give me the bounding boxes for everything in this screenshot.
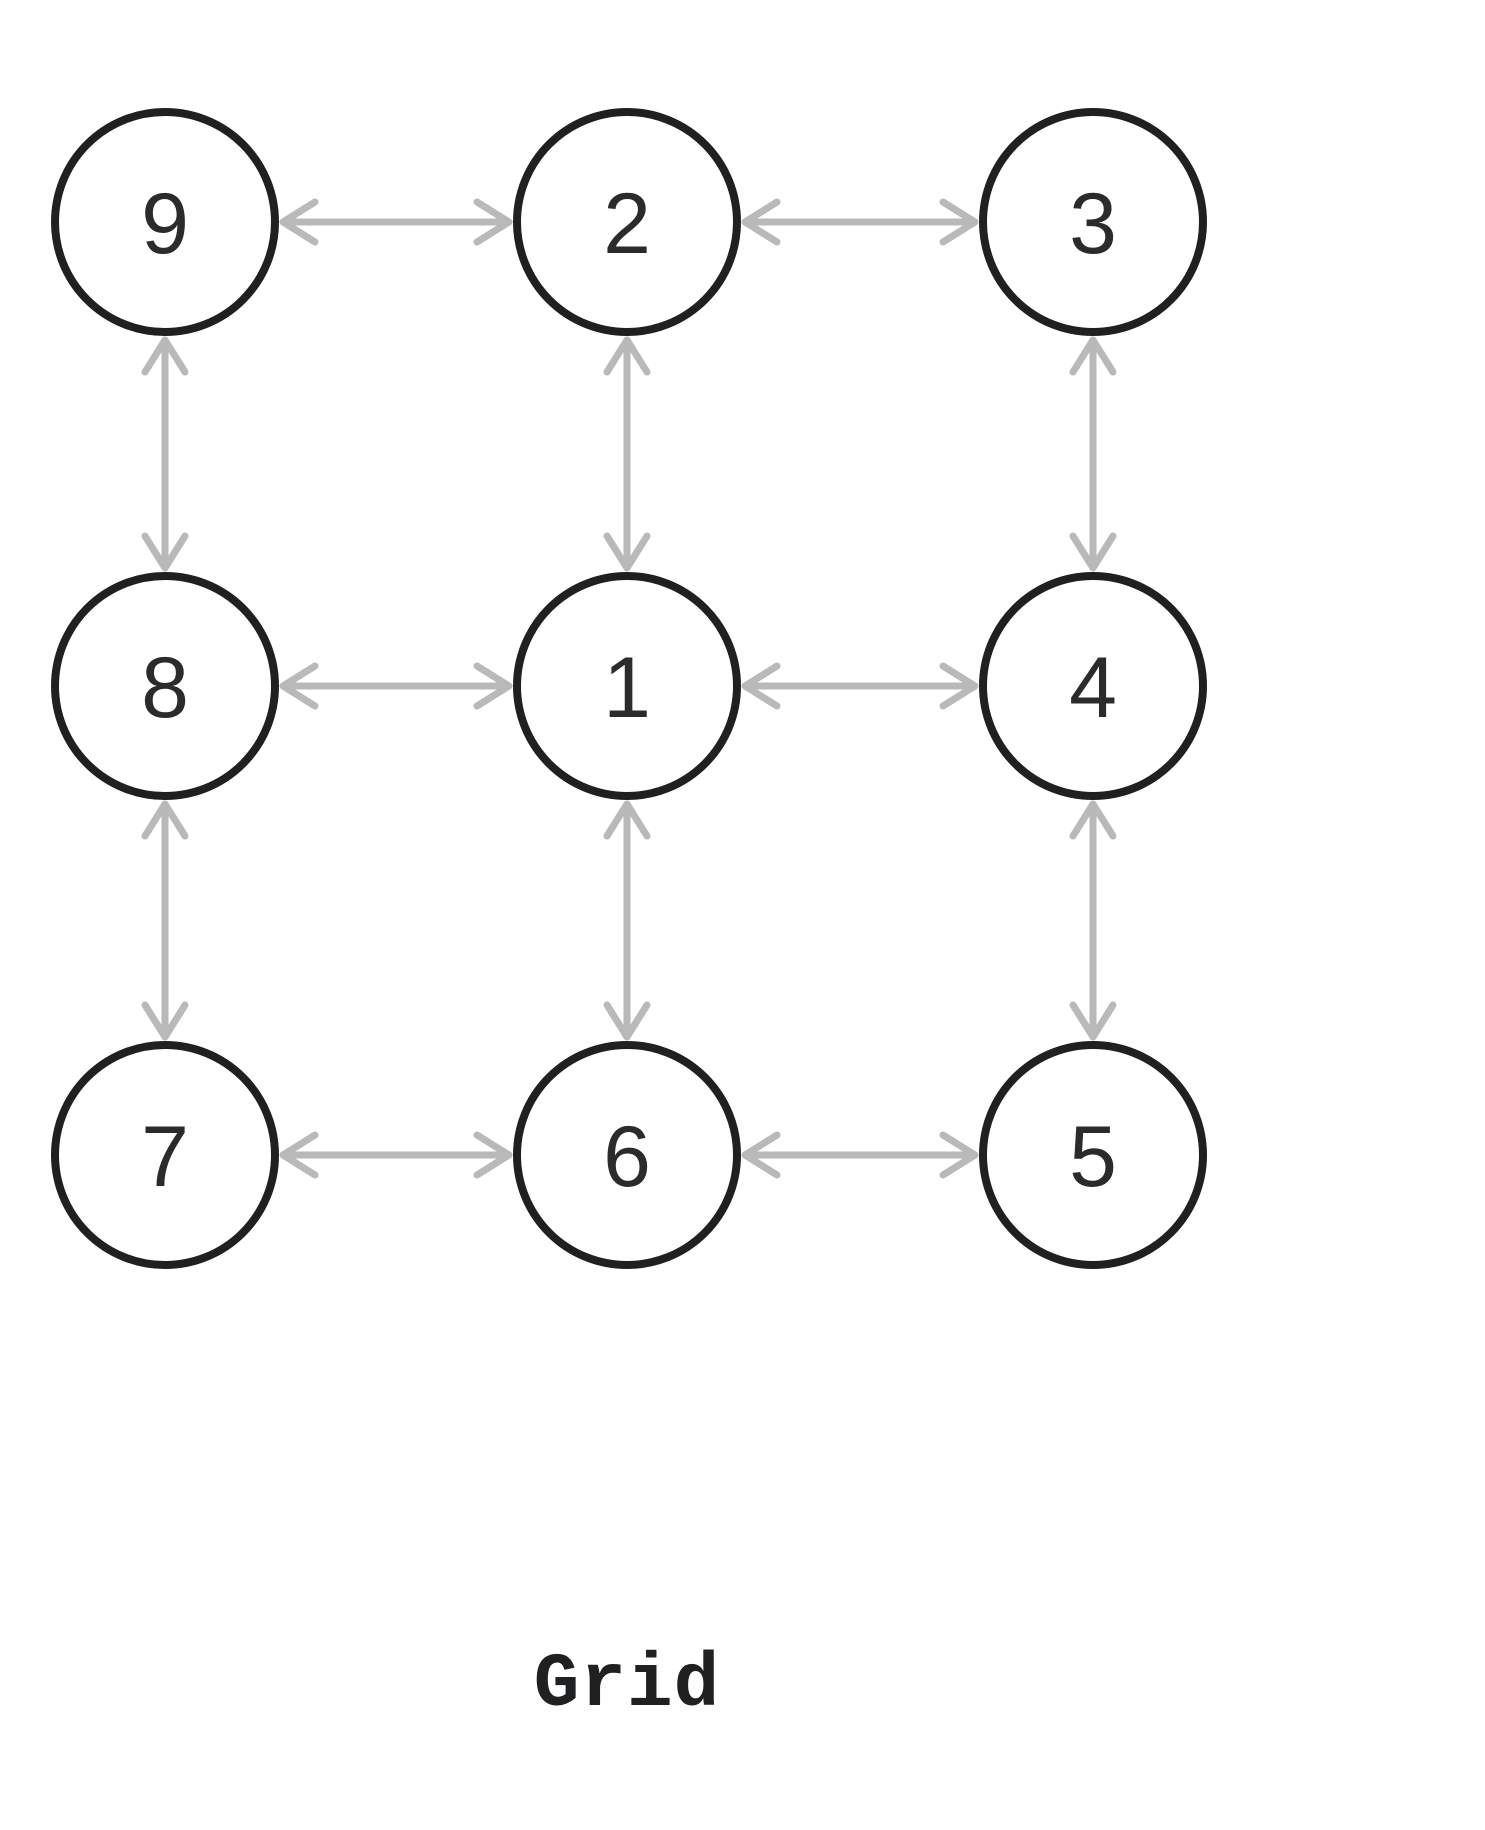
edges-layer bbox=[141, 198, 1117, 1179]
graph-node[interactable]: 4 bbox=[979, 572, 1207, 800]
node-circle[interactable] bbox=[513, 572, 741, 800]
figure-caption: Grid bbox=[534, 1642, 720, 1728]
node-circle[interactable] bbox=[979, 108, 1207, 336]
node-label: 9 bbox=[141, 176, 189, 272]
graph-edge bbox=[741, 662, 979, 710]
graph-edge bbox=[741, 1131, 979, 1179]
graph-edge bbox=[1069, 800, 1117, 1041]
nodes-layer: 9 2 3 8 1 4 7 6 5 bbox=[51, 108, 1207, 1269]
node-circle[interactable] bbox=[51, 108, 279, 336]
graph-node[interactable]: 7 bbox=[51, 1041, 279, 1269]
node-label: 1 bbox=[603, 640, 651, 736]
node-circle[interactable] bbox=[979, 572, 1207, 800]
graph-edge bbox=[1069, 336, 1117, 572]
graph-node[interactable]: 8 bbox=[51, 572, 279, 800]
graph-node[interactable]: 2 bbox=[513, 108, 741, 336]
graph-edge bbox=[141, 336, 189, 572]
node-label: 3 bbox=[1069, 176, 1117, 272]
node-circle[interactable] bbox=[51, 1041, 279, 1269]
graph-node[interactable]: 6 bbox=[513, 1041, 741, 1269]
node-label: 7 bbox=[141, 1109, 189, 1205]
graph-node[interactable]: 1 bbox=[513, 572, 741, 800]
graph-node[interactable]: 9 bbox=[51, 108, 279, 336]
node-label: 5 bbox=[1069, 1109, 1117, 1205]
node-label: 8 bbox=[141, 640, 189, 736]
graph-node[interactable]: 5 bbox=[979, 1041, 1207, 1269]
node-circle[interactable] bbox=[51, 572, 279, 800]
graph-edge bbox=[603, 336, 651, 572]
graph-edge bbox=[279, 198, 513, 246]
node-circle[interactable] bbox=[979, 1041, 1207, 1269]
graph-edge bbox=[741, 198, 979, 246]
graph-edge bbox=[141, 800, 189, 1041]
node-label: 6 bbox=[603, 1109, 651, 1205]
node-label: 4 bbox=[1069, 640, 1117, 736]
graph-node[interactable]: 3 bbox=[979, 108, 1207, 336]
node-label: 2 bbox=[603, 176, 651, 272]
graph-edge bbox=[603, 800, 651, 1041]
graph-edge bbox=[279, 1131, 513, 1179]
node-circle[interactable] bbox=[513, 1041, 741, 1269]
graph-edge bbox=[279, 662, 513, 710]
node-circle[interactable] bbox=[513, 108, 741, 336]
